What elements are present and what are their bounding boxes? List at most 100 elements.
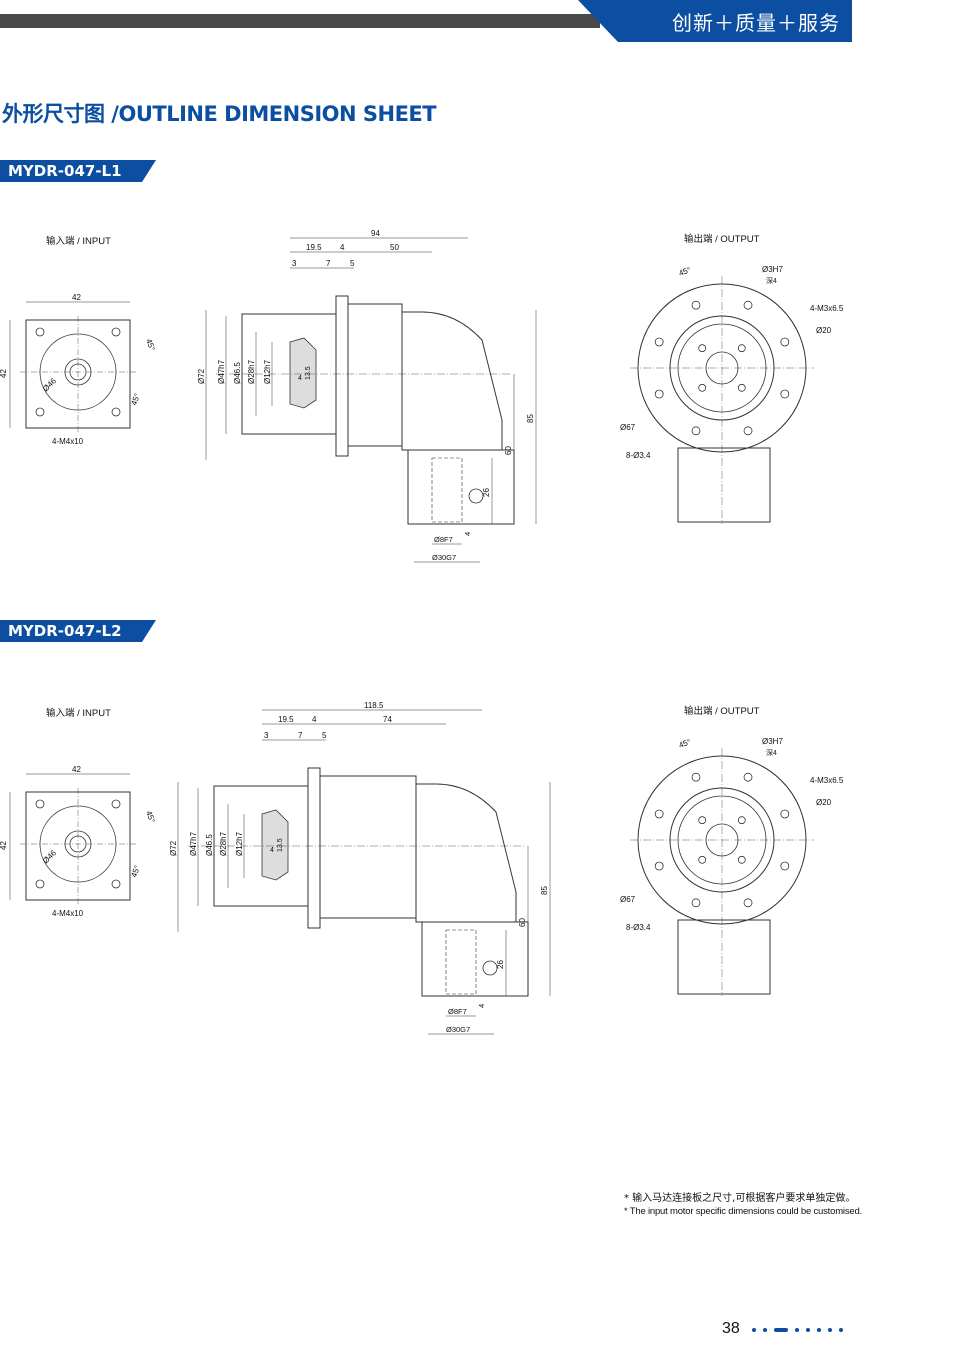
page-title: 外形尺寸图 /OUTLINE DIMENSION SHEET: [2, 102, 437, 126]
input-dim-width: 42: [72, 765, 81, 774]
input-dim-angle-b: 45°: [129, 864, 142, 878]
footnote: * 输入马达连接板之尺寸,可根据客户要求单独定做。 * The input mo…: [624, 1192, 862, 1218]
input-dim-height: 42: [0, 369, 8, 378]
output-bolt-hole: [743, 898, 753, 908]
model-tag-l2: MYDR-047-L2: [0, 620, 156, 642]
side-dim-dia28: Ø28h7: [247, 359, 256, 384]
input-dim-angle-b: 45°: [129, 392, 142, 406]
input-dim-holes: 4-M4x10: [52, 437, 84, 446]
output-bolt-hole: [780, 337, 790, 347]
output-dim-pin-depth: 深4: [766, 276, 777, 285]
side-dim-dia28: Ø28h7: [219, 831, 228, 856]
output-bolt-hole: [780, 389, 790, 399]
output-base: [677, 919, 771, 995]
output-tap-hole: [698, 816, 707, 825]
output-bolt-hole: [654, 861, 664, 871]
side-dim-h60: 60: [518, 918, 527, 927]
output-tap-hole: [737, 383, 746, 392]
output-bolt-hole: [743, 300, 753, 310]
input-bolt-hole: [35, 327, 45, 337]
output-housing: [421, 921, 529, 997]
side-dim-dia12: Ø12h7: [263, 359, 272, 384]
side-dim-3: 3: [292, 259, 297, 268]
input-bolt-hole: [111, 407, 121, 417]
output-dim-pin-depth: 深4: [766, 748, 777, 757]
output-tap-hole: [737, 816, 746, 825]
input-bolt-hole: [111, 879, 121, 889]
page-dot: [828, 1328, 832, 1332]
side-dim-dia46: Ø46.5: [233, 362, 242, 384]
side-dim-pilot30: Ø30G7: [432, 553, 456, 562]
side-dim-dia47: Ø47h7: [217, 359, 226, 384]
output-dim-taps: 4-M3x6.5: [810, 776, 844, 785]
side-dim-h60: 60: [504, 446, 513, 455]
output-dim-taps: 4-M3x6.5: [810, 304, 844, 313]
output-tap-hole: [698, 855, 707, 864]
output-bolt-hole: [654, 809, 664, 819]
header-slogan-tab: 创新＋质量＋服务: [578, 0, 852, 42]
side-dim-50: 74: [383, 715, 392, 724]
header-slogan: 创新＋质量＋服务: [672, 10, 840, 35]
right-angle-head: [415, 783, 517, 923]
header-rule: [0, 14, 600, 28]
side-dim-h85: 85: [526, 414, 535, 423]
output-view-label: 输出端 / OUTPUT: [684, 705, 760, 717]
input-bolt-hole: [111, 327, 121, 337]
input-view-label: 输入端 / INPUT: [46, 235, 111, 247]
output-bolt-hole: [780, 861, 790, 871]
output-dim-pcd: Ø67: [620, 423, 636, 432]
side-dim-h26: 26: [482, 488, 491, 497]
output-tap-hole: [698, 344, 707, 353]
output-dim-holes: 8-Ø3.4: [626, 451, 651, 460]
side-dim-dia47: Ø47h7: [189, 831, 198, 856]
page-dot: [795, 1328, 799, 1332]
input-dim-angle-a: 45°: [144, 338, 157, 352]
output-tap-hole: [737, 344, 746, 353]
input-bolt-hole: [35, 407, 45, 417]
coupling-section: [261, 809, 289, 881]
output-bolt-hole: [691, 898, 701, 908]
side-dim-5: 5: [350, 259, 355, 268]
right-angle-head: [401, 311, 503, 451]
output-dim-pin: Ø3H7: [762, 265, 783, 274]
gear-housing: [347, 303, 403, 447]
output-port: [468, 488, 484, 504]
output-bolt-hole: [654, 337, 664, 347]
output-view-label: 输出端 / OUTPUT: [684, 233, 760, 245]
side-dim-key13: 13.5: [305, 366, 312, 380]
output-dim-pin: Ø3H7: [762, 737, 783, 746]
output-bolt-hole: [743, 772, 753, 782]
side-dim-dia12: Ø12h7: [235, 831, 244, 856]
output-dim-bore: Ø20: [816, 798, 832, 807]
output-dim-angle: 45°: [678, 737, 692, 750]
side-dim-shaft8: Ø8F7: [448, 1007, 467, 1016]
output-tap-hole: [737, 855, 746, 864]
side-dim-h26: 26: [496, 960, 505, 969]
side-dim-7: 7: [298, 731, 303, 740]
input-dim-angle-a: 45°: [144, 810, 157, 824]
side-dim-h85: 85: [540, 886, 549, 895]
output-bolt-hole: [654, 389, 664, 399]
output-dim-pcd: Ø67: [620, 895, 636, 904]
side-dim-shaft-key: 4: [477, 1004, 486, 1008]
page-dot: [752, 1328, 756, 1332]
input-bolt-hole: [35, 879, 45, 889]
output-housing: [407, 449, 515, 525]
coupling-section: [289, 337, 317, 409]
side-dim-key4: 4: [298, 375, 302, 382]
output-dim-holes: 8-Ø3.4: [626, 923, 651, 932]
output-bolt-hole: [691, 426, 701, 436]
adapter-flange: [335, 295, 349, 457]
side-dim-key13: 13.5: [277, 838, 284, 852]
footnote-en: * The input motor specific dimensions co…: [624, 1206, 862, 1217]
input-dim-circle: Ø46: [41, 848, 58, 865]
output-dim-bore: Ø20: [816, 326, 832, 335]
side-dim-shaft-key: 4: [463, 532, 472, 536]
page-dot: [817, 1328, 821, 1332]
input-dim-height: 42: [0, 841, 8, 850]
output-tap-hole: [698, 383, 707, 392]
output-shaft-hidden: [431, 457, 463, 523]
side-dim-19: 19.5: [278, 715, 294, 724]
output-shaft-hidden: [445, 929, 477, 995]
